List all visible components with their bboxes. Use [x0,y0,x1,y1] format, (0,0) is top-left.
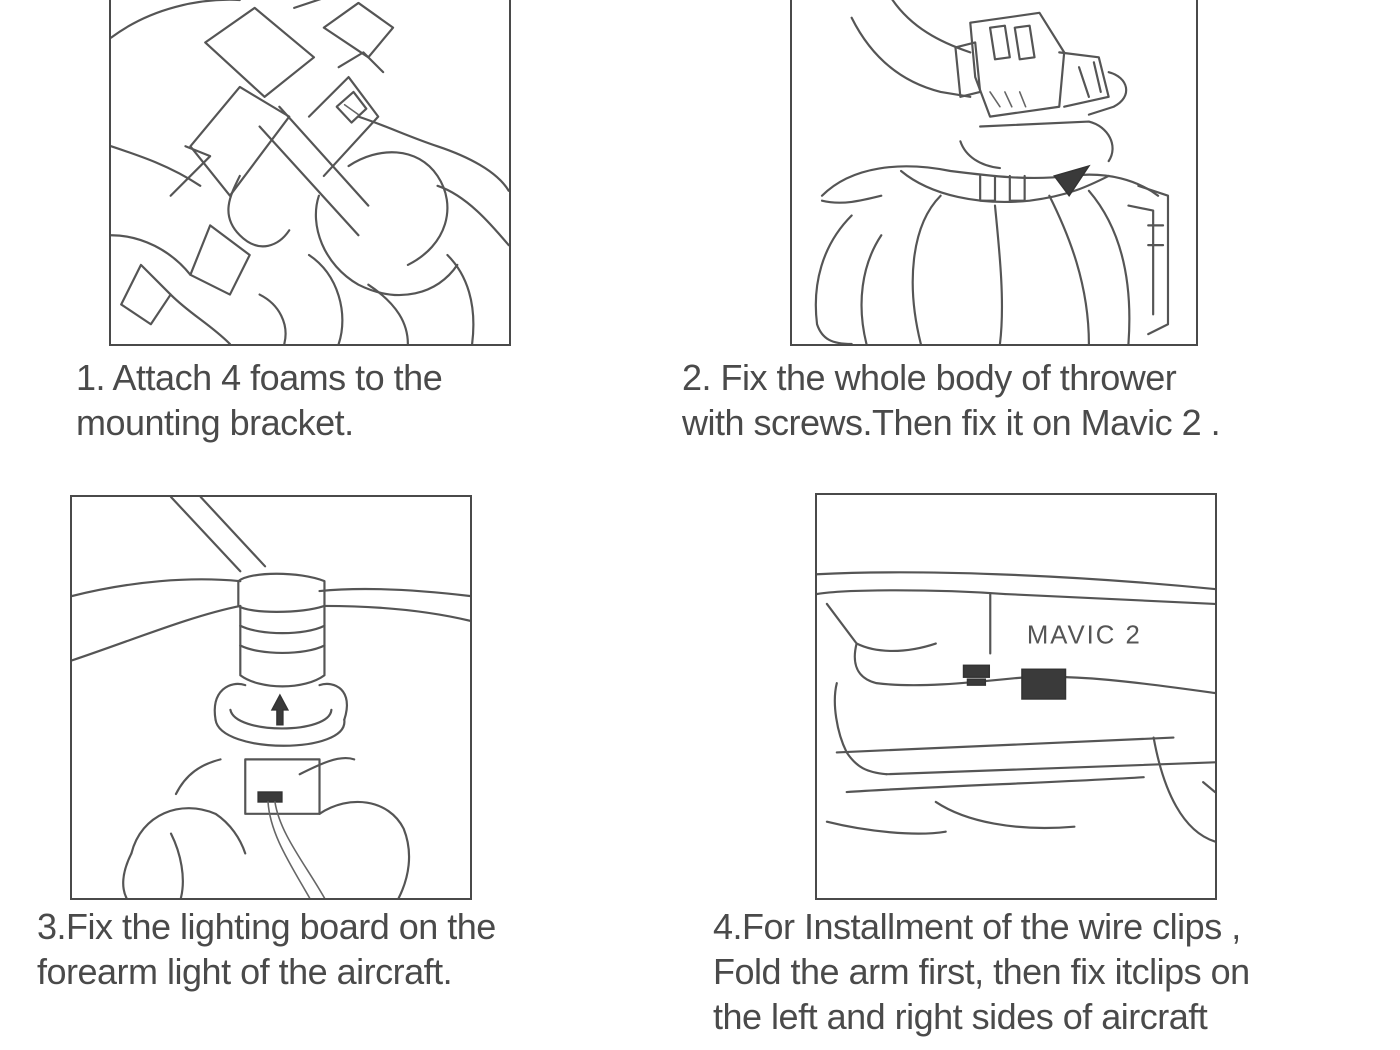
step-2-caption: 2. Fix the whole body of thrower with sc… [682,355,1221,445]
thrower-mounting-illustration [814,0,1170,344]
step-2-caption-line-2: with screws.Then fix it on Mavic 2 . [682,402,1221,443]
step-3-caption: 3.Fix the lighting board on the forearm … [37,904,496,994]
step-4-caption-line-2: Fold the arm first, then fix itclips on [713,951,1250,992]
step-4-caption: 4.For Installment of the wire clips , Fo… [713,904,1250,1039]
step-4-caption-line-3: the left and right sides of aircraft [713,996,1208,1037]
drone-body-label: MAVIC 2 [1027,622,1142,650]
step-1-caption: 1. Attach 4 foams to the mounting bracke… [76,355,443,445]
lighting-board-on-forearm-illustration [72,497,470,898]
step-1-caption-line-2: mounting bracket. [76,402,354,443]
step-3-illustration [70,495,472,900]
step-4-caption-line-1: 4.For Installment of the wire clips , [713,906,1241,947]
step-4-illustration: MAVIC 2 [815,493,1217,900]
step-3-caption-line-2: forearm light of the aircraft. [37,951,453,992]
wire-clips-on-folded-arm-illustration: MAVIC 2 [817,571,1215,843]
step-1-illustration [109,0,511,346]
hand-attaching-foam-illustration [111,0,509,344]
step-2-illustration [790,0,1198,346]
step-3-caption-line-1: 3.Fix the lighting board on the [37,906,496,947]
step-2-caption-line-1: 2. Fix the whole body of thrower [682,357,1177,398]
step-1-caption-line-1: 1. Attach 4 foams to the [76,357,443,398]
